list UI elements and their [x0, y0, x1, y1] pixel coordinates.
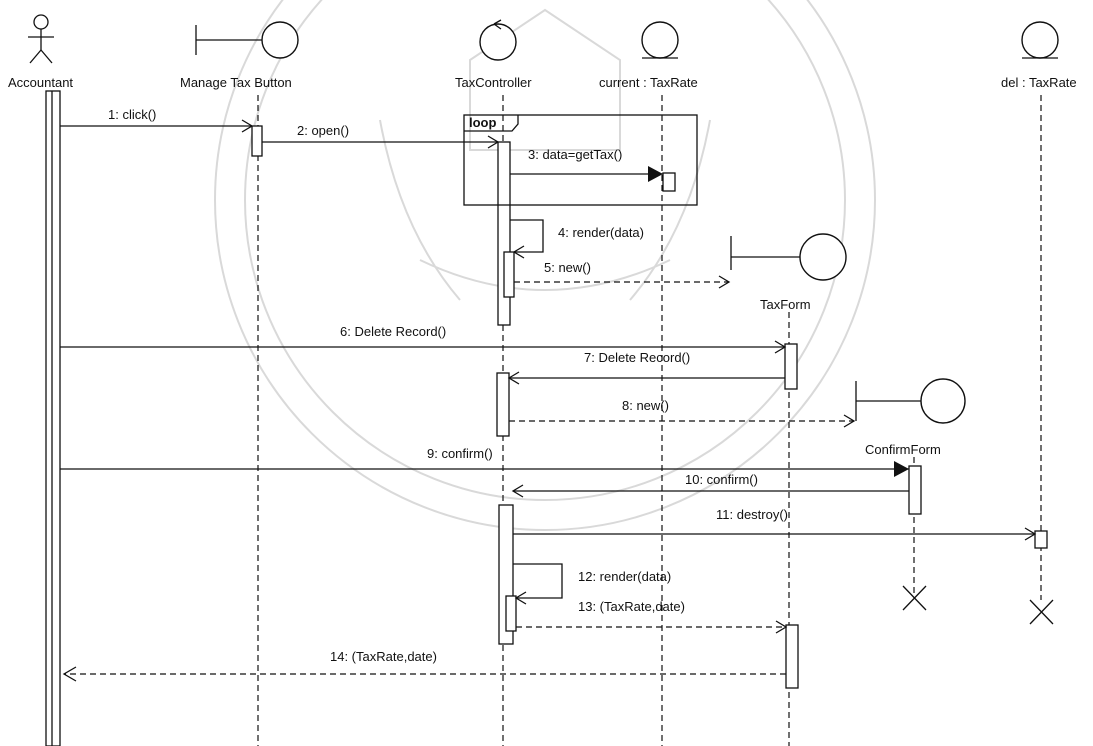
message-10: 10: confirm()	[685, 472, 758, 487]
tax-controller-label: TaxController	[455, 75, 532, 90]
sync-arrowhead-9	[894, 461, 909, 477]
message-11: 11: destroy()	[716, 507, 788, 522]
activations	[46, 91, 1047, 746]
tax-controller-control: TaxController	[455, 20, 532, 90]
message-8: 8: new()	[622, 398, 669, 413]
message-14: 14: (TaxRate,date)	[330, 649, 437, 664]
del-taxrate-destroy-mark	[1030, 600, 1053, 624]
taxform-label: TaxForm	[760, 297, 811, 312]
message-9: 9: confirm()	[427, 446, 493, 461]
messages: 1: click() 2: open() 3: data=getTax() 4:…	[60, 107, 1035, 681]
accountant-actor: Accountant	[8, 15, 73, 90]
confirmform-boundary: ConfirmForm	[856, 379, 965, 457]
message-1: 1: click()	[108, 107, 156, 122]
message-6: 6: Delete Record()	[340, 324, 446, 339]
confirmform-label: ConfirmForm	[865, 442, 941, 457]
del-taxrate-label: del : TaxRate	[1001, 75, 1077, 90]
loop-fragment-label: loop	[469, 115, 496, 130]
manage-tax-button-boundary: Manage Tax Button	[180, 22, 298, 90]
message-3: 3: data=getTax()	[528, 147, 622, 162]
accountant-label: Accountant	[8, 75, 73, 90]
message-12: 12: render(data)	[578, 569, 671, 584]
message-7: 7: Delete Record()	[584, 350, 690, 365]
message-13: 13: (TaxRate,date)	[578, 599, 685, 614]
sync-arrowhead-3	[648, 166, 663, 182]
current-taxrate-label: current : TaxRate	[599, 75, 698, 90]
message-2: 2: open()	[297, 123, 349, 138]
del-taxrate-entity: del : TaxRate	[1001, 22, 1077, 90]
message-5: 5: new()	[544, 260, 591, 275]
destroy-marks	[903, 586, 1053, 624]
manage-tax-button-label: Manage Tax Button	[180, 75, 292, 90]
message-4: 4: render(data)	[558, 225, 644, 240]
